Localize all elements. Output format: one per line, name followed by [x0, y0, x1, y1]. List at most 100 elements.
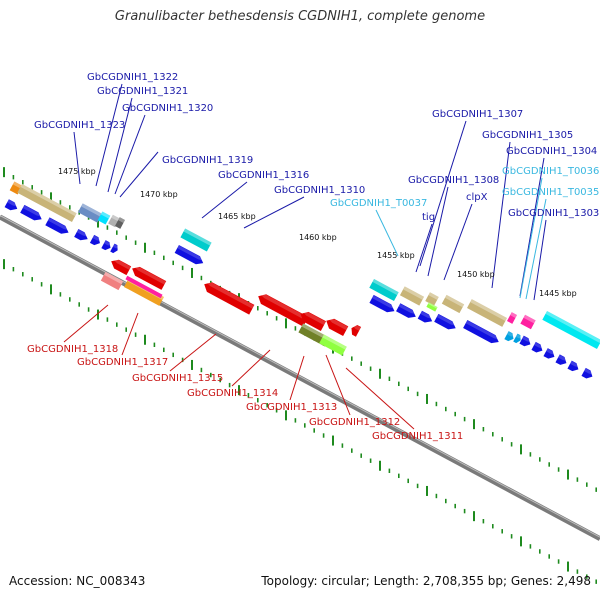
cog-box-darkgrey-body [114, 217, 126, 229]
cog-box-khaki [17, 183, 77, 223]
gene-forward-arrow-shine [47, 217, 70, 231]
feature-layer [4, 181, 600, 379]
gene-label-forward-callout [427, 186, 449, 277]
gene-forward-arrow-shine [371, 295, 396, 309]
cog-box-darkgrey [114, 217, 126, 229]
gene-label-forward-callout [443, 203, 473, 281]
gene-label-forward-callout [201, 181, 248, 219]
gene-forward-arrow-shape [543, 348, 555, 359]
cog-box-grey-shine [111, 214, 120, 222]
gene-reverse-arrow-shape [326, 318, 349, 337]
gene-forward-arrow-shine [584, 368, 594, 375]
gene-reverse-arrow [204, 281, 255, 315]
gene-forward-arrow-shape [417, 310, 433, 323]
gene-reverse-arrow-shine [133, 266, 167, 285]
cog-box-khaki [467, 299, 507, 327]
cog-box-khaki [425, 292, 439, 306]
gene-forward-arrow-shape [519, 335, 531, 347]
gene-reverse-arrow-shape [258, 294, 309, 327]
cog-box-steel-shine [81, 203, 103, 217]
gene-reverse-arrow-shine [301, 311, 326, 326]
gene-forward-arrow [567, 360, 580, 372]
gene-label-reverse-callout [289, 355, 305, 401]
gene-forward-arrow [434, 313, 457, 330]
scale-label-kbp: 1445 kbp [539, 289, 577, 298]
cog-box-khaki [399, 286, 425, 306]
gene-label-trna-callout [375, 209, 399, 257]
gene-forward-arrow [174, 244, 205, 265]
gene-reverse-arrow [258, 293, 309, 327]
gene-forward-arrow [74, 228, 89, 241]
gene-reverse-arrow [132, 266, 167, 290]
gene-forward-arrow-shine [534, 342, 544, 349]
cog-box-cyan-shine [372, 278, 399, 296]
gene-label-reverse-callout [345, 367, 415, 430]
cog-box-pink-body [506, 312, 518, 324]
gene-forward-arrow [531, 341, 544, 353]
trna-arrow-shine [506, 331, 515, 337]
gene-forward-arrow-shine [22, 205, 43, 217]
gene-label-forward-callout [533, 219, 547, 301]
cog-box-khaki-body [425, 292, 439, 306]
map-title: Granulibacter bethesdensis CGDNIH1, comp… [114, 9, 486, 24]
cog-box-steel [77, 203, 103, 223]
gene-label-forward: GbCGDNIH1_1322 [87, 72, 178, 83]
gene-label-reverse: GbCGDNIH1_1317 [77, 357, 168, 368]
cog-box-steel-body [77, 203, 103, 223]
gene-label-forward: GbCGDNIH1_1307 [432, 109, 523, 120]
gene-forward-arrow [89, 234, 102, 246]
gene-label-forward-callout [73, 131, 81, 185]
gene-forward-arrow-shine [112, 243, 119, 249]
gene-label-forward: GbCGDNIH1_1310 [274, 185, 365, 196]
gene-forward-arrow-shine [546, 348, 556, 355]
gene-label-forward-callout [491, 141, 511, 289]
gene-forward-arrow-shape [531, 341, 543, 353]
gene-forward-arrow-shape [101, 240, 111, 251]
gene-reverse-arrow-shape [132, 266, 167, 290]
gene-label-trna: GbCGDNIH1_T0035 [502, 187, 599, 198]
cog-box-pink-body [520, 314, 536, 330]
cog-box-lime [319, 334, 347, 356]
tick-marks [3, 167, 598, 584]
gene-forward-arrow-shine [436, 314, 457, 326]
cog-box-khaki-shine [20, 183, 77, 217]
cog-box-cyan-body [180, 228, 212, 252]
trna-arrow [513, 333, 522, 344]
trna-arrow [504, 331, 515, 342]
gene-reverse-arrow-shine [112, 258, 131, 270]
gene-label-forward-callout [114, 114, 146, 195]
gene-forward-arrow-shape [110, 243, 118, 254]
gene-forward-arrow [396, 303, 418, 318]
gene-reverse-arrow-shape [300, 311, 327, 331]
gene-forward-arrow [45, 217, 70, 234]
cog-box-lime-shine [322, 334, 347, 350]
gene-forward-arrow [101, 240, 112, 251]
gene-forward-arrow [20, 204, 43, 221]
cog-box-amber-body [124, 278, 164, 306]
accession-label: Accession: NC_008343 [9, 574, 146, 588]
gene-forward-arrow-shape [463, 320, 499, 344]
gene-label-forward: GbCGDNIH1_1304 [506, 146, 597, 157]
gene-forward-arrow-shape [369, 294, 395, 313]
gene-forward-arrow-shape [45, 217, 69, 234]
gene-reverse-arrow [351, 324, 362, 337]
gene-forward-arrow-shine [76, 229, 89, 237]
gene-reverse-arrow-shine [352, 325, 361, 331]
gene-label-reverse: GbCGDNIH1_1312 [309, 417, 400, 428]
gene-label-forward: GbCGDNIH1_1323 [34, 120, 125, 131]
cog-box-khaki-shine [428, 292, 439, 300]
cog-box-pink-shine [523, 314, 536, 324]
cog-box-grey-body [108, 214, 120, 228]
trna-arrow-shine [515, 333, 522, 339]
gene-label-forward: tig [422, 212, 435, 223]
cog-box-cyan-body [369, 278, 399, 302]
gene-reverse-arrow-shine [205, 281, 255, 309]
genome-summary: Topology: circular; Length: 2,708,355 bp… [261, 574, 591, 588]
gene-label-forward-callout [415, 223, 433, 273]
cog-box-cyan-shine [545, 310, 600, 344]
gene-label-trna-callout [525, 198, 547, 300]
gene-forward-arrow-shine [177, 245, 205, 261]
cog-box-khaki [441, 294, 465, 314]
gene-forward-arrow [110, 243, 119, 254]
